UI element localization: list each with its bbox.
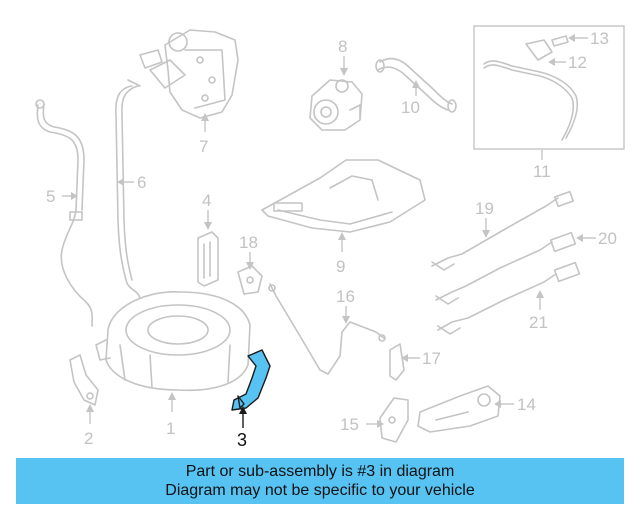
part-17-bracket xyxy=(389,343,405,381)
callout-1: 1 xyxy=(166,419,175,438)
callout-11: 11 xyxy=(533,162,551,181)
callout-21: 21 xyxy=(529,313,548,332)
callout-8: 8 xyxy=(338,37,347,56)
callout-15: 15 xyxy=(340,415,359,434)
callout-6: 6 xyxy=(137,173,146,192)
part-15-plate xyxy=(379,397,409,443)
part-7-valve-assembly xyxy=(139,29,239,119)
info-banner: Part or sub-assembly is #3 in diagram Di… xyxy=(16,458,624,504)
callout-9: 9 xyxy=(336,257,345,276)
part-21-sensor xyxy=(437,261,581,335)
banner-line-2: Diagram may not be specific to your vehi… xyxy=(165,482,475,499)
part-3-bracket-highlighted[interactable] xyxy=(231,349,271,411)
callout-5: 5 xyxy=(46,187,55,206)
callout-19: 19 xyxy=(475,199,494,218)
part-4-bracket xyxy=(197,231,219,287)
callout-12: 12 xyxy=(568,53,587,72)
callout-3: 3 xyxy=(237,430,247,450)
part-19-sensor xyxy=(431,190,575,271)
callout-13: 13 xyxy=(590,29,609,48)
part-2-bracket xyxy=(69,354,99,406)
callout-18: 18 xyxy=(239,233,258,252)
callout-10: 10 xyxy=(401,98,420,117)
part-14-valve xyxy=(417,385,501,433)
part-16-line xyxy=(268,283,386,375)
part-1-canister xyxy=(95,291,251,392)
callout-20: 20 xyxy=(598,229,617,248)
callout-7: 7 xyxy=(199,137,208,156)
part-5-hose xyxy=(35,99,94,327)
part-9-shield xyxy=(261,159,426,233)
part-20-sensor xyxy=(435,231,577,305)
callout-4: 4 xyxy=(202,191,211,210)
part-8-pump xyxy=(309,79,363,131)
part-6-hose xyxy=(115,79,141,299)
callout-14: 14 xyxy=(517,395,536,414)
callout-2: 2 xyxy=(84,429,93,448)
callout-17: 17 xyxy=(422,349,441,368)
part-18-clip xyxy=(237,265,263,295)
banner-line-1: Part or sub-assembly is #3 in diagram xyxy=(185,463,455,480)
callout-16: 16 xyxy=(336,287,355,306)
part-11-hose-kit xyxy=(473,25,625,150)
